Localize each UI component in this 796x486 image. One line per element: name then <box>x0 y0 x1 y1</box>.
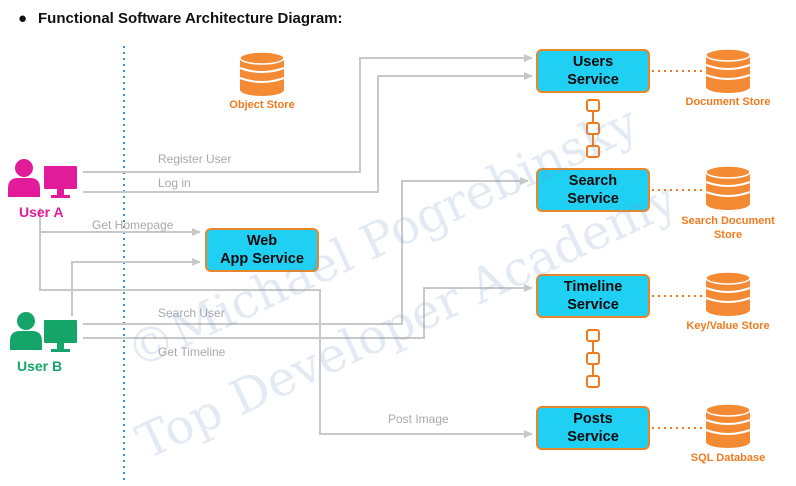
chain-timeline-posts <box>586 329 600 388</box>
web-app-service-line1: Web <box>246 233 278 249</box>
posts-service-line2: Service <box>567 429 619 445</box>
login-label: Log in <box>158 176 191 190</box>
arrow-get-timeline <box>83 284 533 339</box>
heading-text: Functional Software Architecture Diagram… <box>38 10 343 27</box>
user-a-icon <box>8 159 77 198</box>
arrow-get-homepage-b <box>71 258 201 316</box>
timeline-service-line1: Timeline <box>563 279 623 295</box>
document-store-label: Document Store <box>685 96 771 108</box>
user-b-icon <box>10 312 77 352</box>
users-service-line1: Users <box>572 54 614 70</box>
timeline-service-line2: Service <box>567 297 619 313</box>
get-timeline-label: Get Timeline <box>158 345 226 359</box>
users-service-line2: Service <box>567 72 619 88</box>
post-image-label: Post Image <box>388 412 449 426</box>
search-document-store-db-icon <box>705 165 751 211</box>
arrow-search-user <box>83 177 529 325</box>
bullet: ● <box>18 10 28 27</box>
diagram-heading: ● Functional Software Architecture Diagra… <box>18 10 343 27</box>
register-user-label: Register User <box>158 152 232 166</box>
search-document-store-label-line1: Search Document <box>681 215 775 227</box>
connection-arrows <box>39 54 533 438</box>
user-b-label: User B <box>17 358 63 374</box>
store-links <box>652 70 704 429</box>
object-store-label: Object Store <box>229 99 295 111</box>
chain-users-search <box>586 99 600 158</box>
user-a-label: User A <box>19 204 64 220</box>
search-service-line2: Service <box>567 191 619 207</box>
keyvalue-store-label: Key/Value Store <box>686 320 770 332</box>
search-user-label: Search User <box>158 306 225 320</box>
keyvalue-store-db-icon <box>705 271 751 317</box>
get-homepage-label: Get Homepage <box>92 218 174 232</box>
arrow-post-image <box>39 232 533 438</box>
sql-database-db-icon <box>705 403 751 449</box>
arrow-register-user <box>83 54 533 173</box>
search-document-store-label-line2: Store <box>713 229 743 241</box>
sql-database-label: SQL Database <box>690 452 766 464</box>
posts-service-line1: Posts <box>573 411 613 427</box>
search-service-line1: Search <box>568 173 618 189</box>
arrow-login <box>83 72 533 193</box>
web-app-service-line2: App Service <box>220 251 304 267</box>
document-store-db-icon <box>705 48 751 94</box>
object-store-db-icon <box>239 51 285 97</box>
